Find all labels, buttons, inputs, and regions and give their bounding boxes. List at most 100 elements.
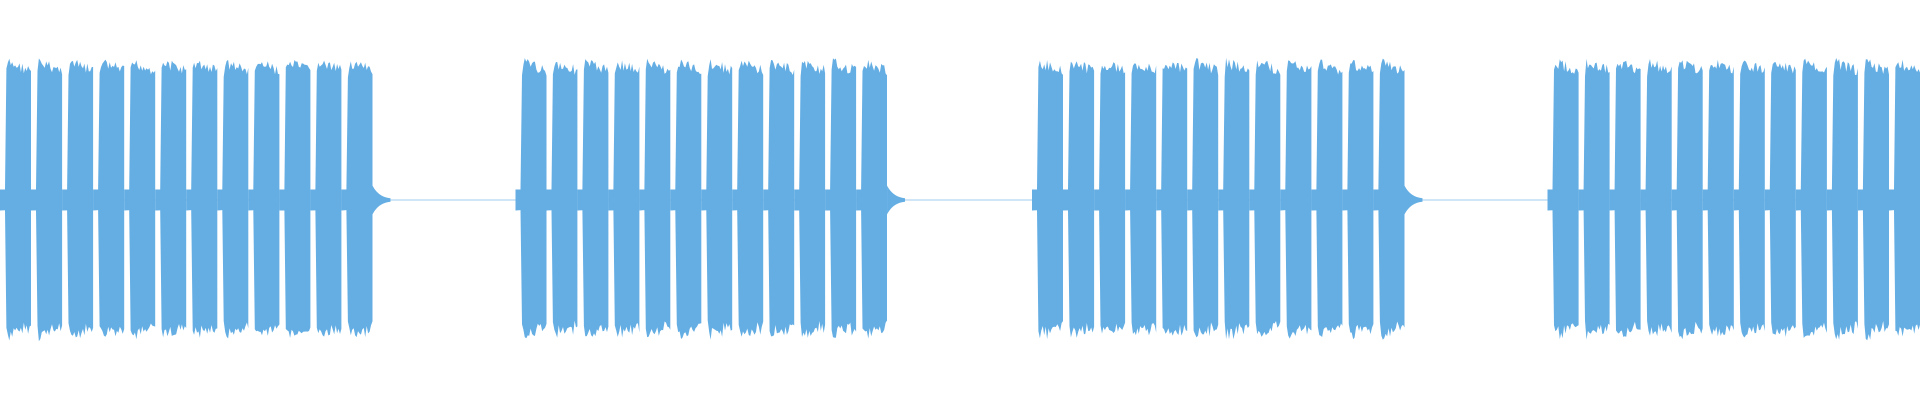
pulse — [856, 59, 887, 339]
pulse — [0, 58, 31, 341]
pulse — [1857, 59, 1889, 341]
pulse-gap-top — [1734, 121, 1738, 172]
pulse-gap-top — [1343, 121, 1347, 172]
pulse-gap-top — [1579, 121, 1583, 172]
pulse-gap-bottom — [1374, 228, 1378, 279]
pulse — [1609, 60, 1641, 337]
pulse-gap-bottom — [1312, 228, 1316, 279]
pulse-gap-top — [280, 121, 284, 172]
pulse — [1094, 62, 1126, 334]
pulse — [341, 61, 373, 338]
pulse — [1578, 58, 1610, 340]
pulse — [279, 60, 311, 338]
pulse-gap-bottom — [1064, 228, 1067, 279]
pulse-gap-top — [1126, 121, 1129, 172]
pulse-gap-bottom — [1548, 228, 1552, 279]
pulse — [1640, 59, 1672, 337]
pulse — [31, 58, 63, 342]
pulse-gap-bottom — [733, 228, 736, 279]
pulse-gap-top — [1157, 121, 1160, 172]
pulse-gap-bottom — [156, 228, 159, 279]
pulse — [577, 59, 609, 337]
pulse-gap-bottom — [764, 228, 767, 279]
pulse-gap-bottom — [1126, 228, 1129, 279]
pulse-gap-bottom — [1765, 228, 1769, 279]
pulse-gap-top — [857, 121, 860, 172]
pulse-gap-top — [1312, 121, 1316, 172]
pulse-gap-top — [94, 121, 97, 172]
pulse-gap-bottom — [1579, 228, 1583, 279]
pulse-gap-top — [1827, 121, 1831, 172]
pulse-gap-top — [125, 121, 128, 172]
pulse — [1733, 60, 1765, 338]
pulse-gap-top — [1250, 121, 1254, 172]
pulse-gap-top — [63, 121, 66, 172]
pulse-gap-bottom — [1250, 228, 1254, 279]
burst-3 — [1032, 57, 1423, 340]
pulse-gap-bottom — [1734, 228, 1738, 279]
pulse — [1702, 59, 1734, 337]
pulse-gap-top — [1858, 121, 1862, 172]
pulse-gap-bottom — [1610, 228, 1614, 279]
pulse — [1032, 60, 1063, 340]
pulse — [1187, 58, 1219, 338]
pulse — [248, 61, 280, 336]
pulse-gap-top — [578, 121, 582, 172]
pulse — [515, 58, 547, 339]
pulse — [186, 60, 218, 338]
pulse-gap-top — [342, 121, 346, 172]
burst-decay-tail — [372, 185, 391, 215]
pulse-gap-bottom — [671, 228, 675, 279]
pulse-gap-bottom — [63, 228, 66, 279]
pulse — [639, 58, 671, 338]
pulse — [608, 60, 640, 338]
burst-1 — [0, 58, 391, 342]
pulse-gap-bottom — [702, 228, 706, 279]
pulse-gap-bottom — [516, 228, 520, 279]
pulse-gap-bottom — [125, 228, 128, 279]
pulse-gap-top — [249, 121, 253, 172]
pulse — [1125, 63, 1157, 336]
pulse-gap-top — [1281, 121, 1285, 172]
pulse-gap-bottom — [280, 228, 284, 279]
pulse — [155, 60, 187, 338]
pulse-gap-bottom — [1, 228, 4, 279]
pulse-gap-bottom — [1641, 228, 1645, 279]
pulse-gap-top — [156, 121, 159, 172]
burst-4 — [1547, 58, 1920, 341]
pulse — [62, 59, 94, 339]
pulse-gap-bottom — [826, 228, 829, 279]
pulse-gap-top — [1188, 121, 1191, 172]
pulse — [1249, 60, 1281, 337]
pulse — [93, 59, 125, 337]
pulse — [1795, 58, 1827, 338]
pulse — [670, 59, 702, 339]
pulse — [1342, 60, 1374, 340]
pulse-gap-top — [1641, 121, 1645, 172]
pulse — [794, 60, 826, 338]
pulse-gap-bottom — [311, 228, 315, 279]
pulse-gap-top — [187, 121, 190, 172]
pulse — [763, 60, 795, 337]
pulse-gap-top — [764, 121, 767, 172]
pulse-gap-bottom — [547, 228, 551, 279]
pulse-gap-bottom — [857, 228, 860, 279]
pulse-gap-top — [609, 121, 613, 172]
pulse — [1156, 62, 1188, 336]
pulse-gap-bottom — [1281, 228, 1285, 279]
pulse-gap-top — [640, 121, 644, 172]
pulse — [701, 59, 733, 340]
pulse — [546, 61, 578, 338]
pulse — [1671, 60, 1703, 340]
pulse-gap-top — [1219, 121, 1222, 172]
pulse-gap-bottom — [1219, 228, 1222, 279]
pulse-gap-bottom — [1095, 228, 1098, 279]
pulse-gap-top — [671, 121, 675, 172]
pulse-gap-bottom — [578, 228, 582, 279]
burst-decay-tail — [887, 185, 906, 215]
pulse — [825, 58, 857, 338]
burst-decay-tail — [1404, 185, 1423, 215]
pulse-gap-bottom — [1157, 228, 1160, 279]
pulse-gap-bottom — [249, 228, 253, 279]
